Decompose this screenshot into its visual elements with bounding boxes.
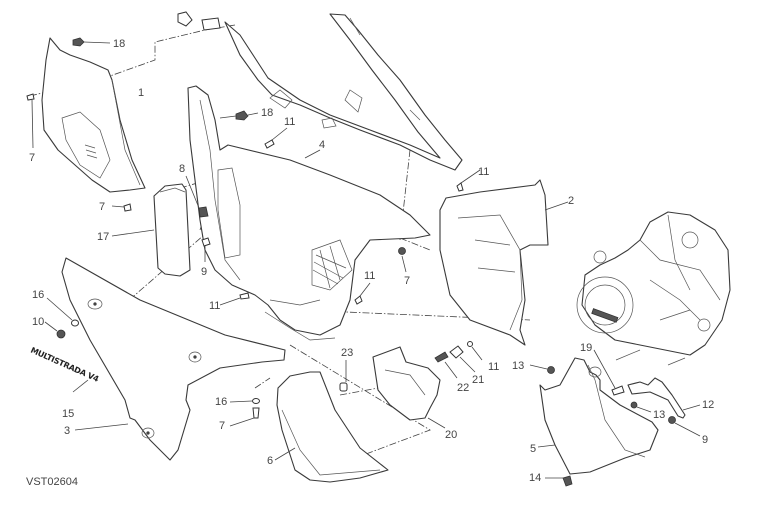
- part-22-spring: [434, 351, 458, 379]
- screw-7-left: [26, 93, 35, 149]
- leader-6: [274, 447, 296, 461]
- callout-11: 11: [364, 270, 375, 282]
- part-21-bushing: [449, 345, 476, 373]
- screw-11-lower-center: [354, 282, 371, 305]
- nut-13-left: [529, 364, 555, 374]
- callout-1: 1: [138, 87, 144, 99]
- callout-17: 17: [97, 231, 109, 243]
- nut-13-right: [630, 401, 652, 413]
- screw-7-lower: [229, 407, 260, 427]
- top-bracket: [177, 11, 221, 31]
- upper-fairing-shell: [224, 13, 463, 171]
- callout-18: 18: [113, 38, 125, 50]
- callout-11: 11: [209, 300, 220, 312]
- callout-4: 4: [319, 139, 325, 151]
- part-12-bracket: [627, 377, 701, 419]
- callout-11: 11: [478, 166, 489, 178]
- part-23-grommet: [339, 360, 348, 392]
- screw-11-lower-left: [219, 292, 250, 306]
- callout-2: 2: [568, 195, 574, 207]
- callout-20: 20: [445, 429, 457, 441]
- callout-16: 16: [32, 289, 44, 301]
- clip-18-center: [219, 110, 259, 121]
- clip-18-top-left: [72, 37, 111, 47]
- nut-7-center-right: [398, 247, 407, 273]
- callout-9: 9: [201, 266, 207, 278]
- callout-7: 7: [99, 201, 105, 213]
- callout-labels: 18 1 7 18 11 4 8 7 17 9 11 2 7 16 10 11 …: [29, 38, 714, 484]
- bolt-19: [593, 349, 625, 396]
- part-9-clip-center: [201, 237, 211, 262]
- leader-2: [544, 201, 569, 211]
- callout-21: 21: [472, 374, 484, 386]
- callout-18: 18: [261, 107, 273, 119]
- part-3-lower-fairing: [61, 257, 286, 461]
- callout-9: 9: [702, 434, 708, 446]
- nut-9-right: [668, 416, 701, 437]
- engine-studs: [615, 349, 686, 366]
- part-4-center-inner-panel: [187, 85, 431, 341]
- part-8-clip: [185, 175, 209, 218]
- callout-11: 11: [284, 116, 295, 128]
- leader-4: [304, 149, 321, 159]
- screw-11-lower-right: [467, 341, 483, 361]
- callout-22: 22: [457, 382, 469, 394]
- leader-17: [111, 229, 155, 237]
- part-2-right-side-panel: [439, 179, 549, 346]
- drawing-code: VST02604: [26, 476, 78, 488]
- screw-11-right: [456, 169, 481, 192]
- washer-16-left: [46, 297, 79, 327]
- part-1-left-inner-panel: [41, 37, 146, 193]
- callout-16: 16: [215, 396, 227, 408]
- washer-16-lower: [229, 398, 260, 404]
- bolt-10-left: [44, 321, 66, 339]
- leader-20: [427, 417, 446, 429]
- part-5-lower-right-panel: [539, 357, 659, 475]
- callout-12: 12: [702, 399, 714, 411]
- screw-11-center-top: [264, 127, 288, 149]
- callout-11: 11: [488, 361, 499, 373]
- callout-6: 6: [267, 455, 273, 467]
- part-6-lower-panel: [276, 371, 389, 483]
- callout-8: 8: [179, 163, 185, 175]
- engine-crankcase: [576, 211, 731, 356]
- screw-14: [545, 475, 573, 487]
- callout-13: 13: [653, 409, 665, 421]
- part-17-side-cover: [153, 183, 191, 277]
- leader-5: [537, 444, 556, 448]
- part-20-bracket-cover: [372, 346, 441, 421]
- callout-7: 7: [29, 152, 35, 164]
- callout-19: 19: [580, 342, 592, 354]
- callout-7: 7: [219, 420, 225, 432]
- part-15-decal: MULTISTRADA V4: [29, 346, 101, 393]
- callout-5: 5: [530, 443, 536, 455]
- decal-text: MULTISTRADA V4: [29, 346, 100, 384]
- callout-10: 10: [32, 316, 44, 328]
- screw-7-mid-left: [111, 203, 132, 212]
- callout-13: 13: [512, 360, 524, 372]
- callout-3: 3: [64, 425, 70, 437]
- callout-23: 23: [341, 347, 353, 359]
- callout-15: 15: [62, 408, 74, 420]
- callout-7: 7: [404, 275, 410, 287]
- callout-14: 14: [529, 472, 541, 484]
- leader-3: [74, 423, 129, 431]
